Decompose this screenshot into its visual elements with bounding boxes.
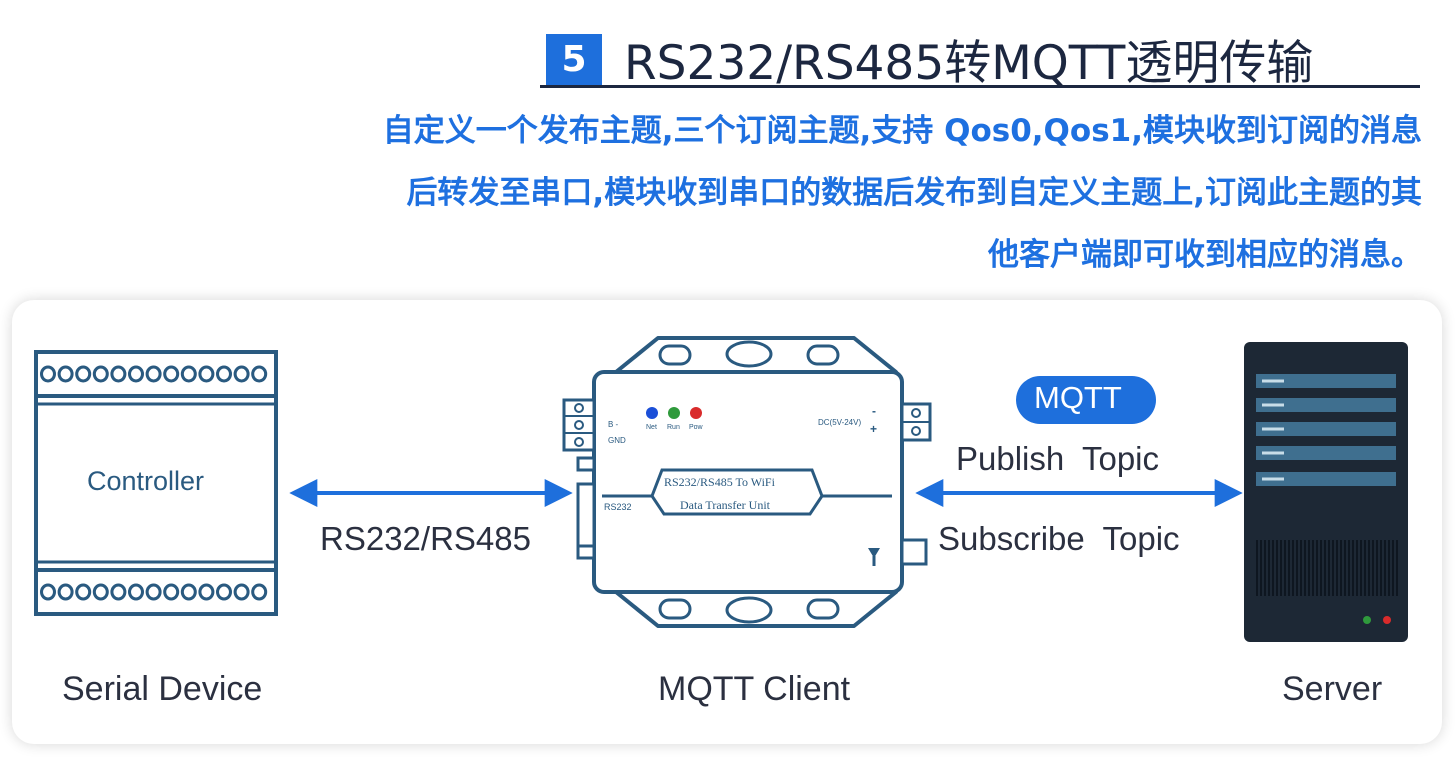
server-vent-slit [1336, 540, 1338, 596]
diagram-canvas [34, 336, 1408, 642]
description-line-2: 后转发至串口,模块收到串口的数据后发布到自定义主题上,订阅此主题的其 [406, 175, 1422, 211]
terminal-row-top [40, 365, 268, 383]
server-vent-slit [1284, 540, 1286, 596]
terminal-screw [216, 583, 232, 601]
server-vent-slit [1304, 540, 1306, 596]
terminal-screw [198, 583, 215, 601]
server-vent-slit [1268, 540, 1270, 596]
description: 自定义一个发布主题,三个订阅主题,支持 Qos0,Qos1,模块收到订阅的消息 … [60, 100, 1422, 286]
server-vent-slit [1312, 540, 1314, 596]
server-icon [1244, 342, 1408, 642]
mqtt-badge-label: MQTT [1034, 380, 1122, 415]
server-vent-slit [1348, 540, 1350, 596]
terminal-row-bottom [40, 583, 268, 601]
server-vent-slit [1364, 540, 1366, 596]
server-vent-slit [1352, 540, 1354, 596]
mqtt-client-device [562, 336, 932, 628]
server-vent-slit [1396, 540, 1398, 596]
terminal-screw [251, 583, 268, 601]
server-vent-slit [1300, 540, 1302, 596]
terminal-screw [163, 583, 180, 601]
server-vent-slit [1272, 540, 1274, 596]
section-number-badge: 5 [546, 34, 602, 86]
terminal-screw [128, 365, 144, 383]
power-label: DC(5V-24V) [818, 418, 862, 427]
server-vent-slit [1288, 540, 1290, 596]
terminal-screw [128, 583, 144, 601]
terminal-screw [163, 365, 180, 383]
power-sign-plus: + [870, 422, 878, 436]
terminal-screw [180, 365, 197, 383]
header-underline [540, 85, 1420, 88]
server-vent-slit [1328, 540, 1330, 596]
server-vent-slit [1316, 540, 1318, 596]
terminal-screw [198, 365, 215, 383]
mqtt-badge-pill [1016, 376, 1156, 424]
server-vent-slit [1356, 540, 1358, 596]
controller-label: Controller [87, 466, 205, 496]
server-vent-slit [1320, 540, 1322, 596]
server-vent-slit [1340, 540, 1342, 596]
controller-device [34, 350, 278, 616]
server-vent-slit [1280, 540, 1282, 596]
led-label-pow: Pow [689, 424, 703, 431]
terminal-screw [251, 365, 268, 383]
server-vent-slit [1292, 540, 1294, 596]
terminal-screw [145, 365, 162, 383]
server-vent-slit [1368, 540, 1370, 596]
section-header: 5 RS232/RS485转MQTT透明传输 [540, 22, 1420, 91]
server-caption: Server [1282, 670, 1383, 708]
device-port-label: RS232 [604, 502, 632, 512]
description-line-3: 他客户端即可收到相应的消息。 [988, 237, 1422, 273]
device-pin-b-label: B - [608, 420, 619, 429]
terminal-screw [216, 365, 232, 383]
serial-device-caption: Serial Device [62, 670, 263, 708]
server-vent-slit [1276, 540, 1278, 596]
terminal-screw [233, 583, 250, 601]
server-vent-slit [1380, 540, 1382, 596]
device-title-line-1: RS232/RS485 To WiFi [664, 475, 775, 489]
server-vent-slit [1344, 540, 1346, 596]
terminal-screw [233, 365, 250, 383]
led-label-net: Net [646, 424, 657, 431]
terminal-screw [92, 365, 109, 383]
power-sign-minus: - [872, 404, 876, 418]
server-vent-slit [1260, 540, 1262, 596]
server-vent-slit [1388, 540, 1390, 596]
terminal-screw [145, 583, 162, 601]
device-pin-gnd-label: GND [608, 436, 626, 445]
server-vent-slit [1264, 540, 1266, 596]
terminal-screw [40, 365, 56, 383]
terminal-screw [40, 583, 56, 601]
serial-link-label: RS232/RS485 [320, 520, 531, 557]
subscribe-topic-label: Subscribe Topic [938, 520, 1180, 557]
server-vent-slit [1332, 540, 1334, 596]
publish-topic-label: Publish Topic [956, 440, 1160, 477]
terminal-screw [75, 583, 92, 601]
server-vent-slit [1256, 540, 1258, 596]
diagram-card: Controller Serial Device RS232/RS485 RS2… [12, 300, 1442, 744]
led-label-run: Run [667, 424, 680, 431]
server-vent-slit [1296, 540, 1298, 596]
mqtt-client-caption: MQTT Client [658, 670, 851, 708]
terminal-screw [110, 583, 127, 601]
device-title-line-2: Data Transfer Unit [680, 498, 770, 512]
server-vent-slit [1392, 540, 1394, 596]
server-vent-slit [1376, 540, 1378, 596]
section-title: RS232/RS485转MQTT透明传输 [624, 36, 1314, 91]
terminal-screw [57, 583, 74, 601]
server-vent-slit [1372, 540, 1374, 596]
terminal-screw [180, 583, 197, 601]
server-vent-slit [1324, 540, 1326, 596]
server-vent-slit [1360, 540, 1362, 596]
server-vent-slit [1308, 540, 1310, 596]
description-line-1: 自定义一个发布主题,三个订阅主题,支持 Qos0,Qos1,模块收到订阅的消息 [382, 113, 1422, 149]
terminal-screw [110, 365, 127, 383]
terminal-screw [92, 583, 109, 601]
server-vent-slit [1384, 540, 1386, 596]
terminal-screw [75, 365, 92, 383]
terminal-screw [57, 365, 74, 383]
